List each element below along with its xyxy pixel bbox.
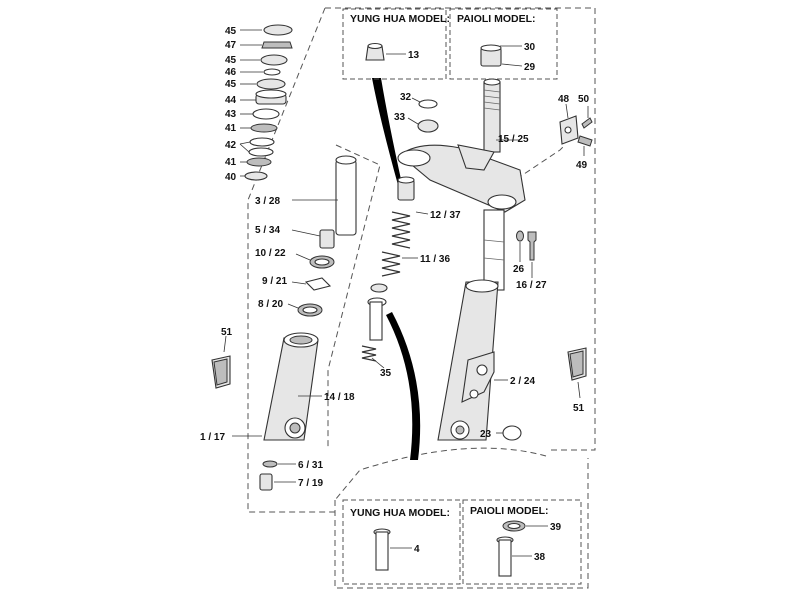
callout-45a: 45 (225, 26, 237, 37)
left-lower-fork-leg: 14 / 18 1 / 17 (200, 332, 355, 443)
callout-13: 13 (408, 50, 420, 61)
callout-42: 42 (225, 140, 237, 151)
assembly-outline (247, 7, 596, 589)
model-box-bottom-right: PAIOLI MODEL: 39 38 (462, 499, 582, 585)
callout-23: 23 (480, 429, 492, 440)
steering-bearing-stack: 45 47 45 46 45 44 43 41 42 41 40 (225, 24, 293, 183)
callout-2-24: 2 / 24 (510, 376, 535, 387)
steering-stem: 15 / 25 (397, 78, 529, 213)
callout-51a: 51 (221, 327, 233, 338)
reflector-right: 51 (567, 347, 587, 414)
small-caps: 32 33 (394, 92, 439, 133)
callout-39: 39 (550, 522, 562, 533)
model-box-bottom-left: YUNG HUA MODEL: 4 (342, 499, 461, 585)
callout-14-18: 14 / 18 (324, 392, 355, 403)
callout-15-25: 15 / 25 (498, 134, 529, 145)
callout-4: 4 (414, 544, 420, 555)
callout-10-22: 10 / 22 (255, 248, 286, 259)
callout-51b: 51 (573, 403, 585, 414)
callout-49: 49 (576, 160, 588, 171)
left-fork-internals: 3 / 28 5 / 34 10 / 22 9 / 21 8 / 20 (255, 155, 357, 317)
callout-43: 43 (225, 109, 237, 120)
callout-11-36: 11 / 36 (420, 254, 450, 265)
model-title-paioli-top: PAIOLI MODEL: (457, 13, 536, 25)
callout-35: 35 (380, 368, 392, 379)
callout-5-34: 5 / 34 (255, 225, 280, 236)
model-box-top-left: YUNG HUA MODEL: 13 (342, 8, 450, 80)
callout-16-27: 16 / 27 (516, 280, 547, 291)
callout-45b: 45 (225, 55, 237, 66)
callout-41a: 41 (225, 123, 237, 134)
callout-9-21: 9 / 21 (262, 276, 287, 287)
callout-12-37: 12 / 37 (430, 210, 461, 221)
fork-spring-column: 12 / 37 11 / 36 35 (361, 176, 461, 379)
zoom-wedges (372, 78, 421, 460)
callout-3-28: 3 / 28 (255, 196, 280, 207)
callout-48: 48 (558, 94, 570, 105)
brake-bracket: 48 50 49 (558, 94, 593, 171)
callout-7-19: 7 / 19 (298, 478, 323, 489)
model-title-yung-hua-bottom: YUNG HUA MODEL: (350, 507, 450, 519)
callout-45c: 45 (225, 79, 237, 90)
callout-38: 38 (534, 552, 546, 563)
callout-8-20: 8 / 20 (258, 299, 283, 310)
model-box-top-right: PAIOLI MODEL: 30 29 (449, 8, 558, 80)
clamp-bolt: 26 16 / 27 (513, 230, 547, 291)
callout-30: 30 (524, 42, 536, 53)
model-title-paioli-bottom: PAIOLI MODEL: (470, 505, 549, 517)
callout-32: 32 (400, 92, 412, 103)
dust-cap-23: 23 (480, 425, 522, 441)
model-title-yung-hua-top: YUNG HUA MODEL: (350, 13, 450, 25)
right-fork-tube: 2 / 24 (437, 209, 535, 441)
callout-40: 40 (225, 172, 237, 183)
callout-1-17: 1 / 17 (200, 432, 225, 443)
reflector-left: 51 (211, 327, 233, 389)
callout-41b: 41 (225, 157, 237, 168)
callout-44: 44 (225, 95, 237, 106)
callout-29: 29 (524, 62, 536, 73)
drain-bolt-parts: 6 / 31 7 / 19 (259, 460, 323, 491)
callout-47: 47 (225, 40, 237, 51)
callout-50: 50 (578, 94, 590, 105)
callout-46: 46 (225, 67, 237, 78)
callout-26: 26 (513, 264, 525, 275)
callout-33: 33 (394, 112, 406, 123)
callout-6-31: 6 / 31 (298, 460, 323, 471)
